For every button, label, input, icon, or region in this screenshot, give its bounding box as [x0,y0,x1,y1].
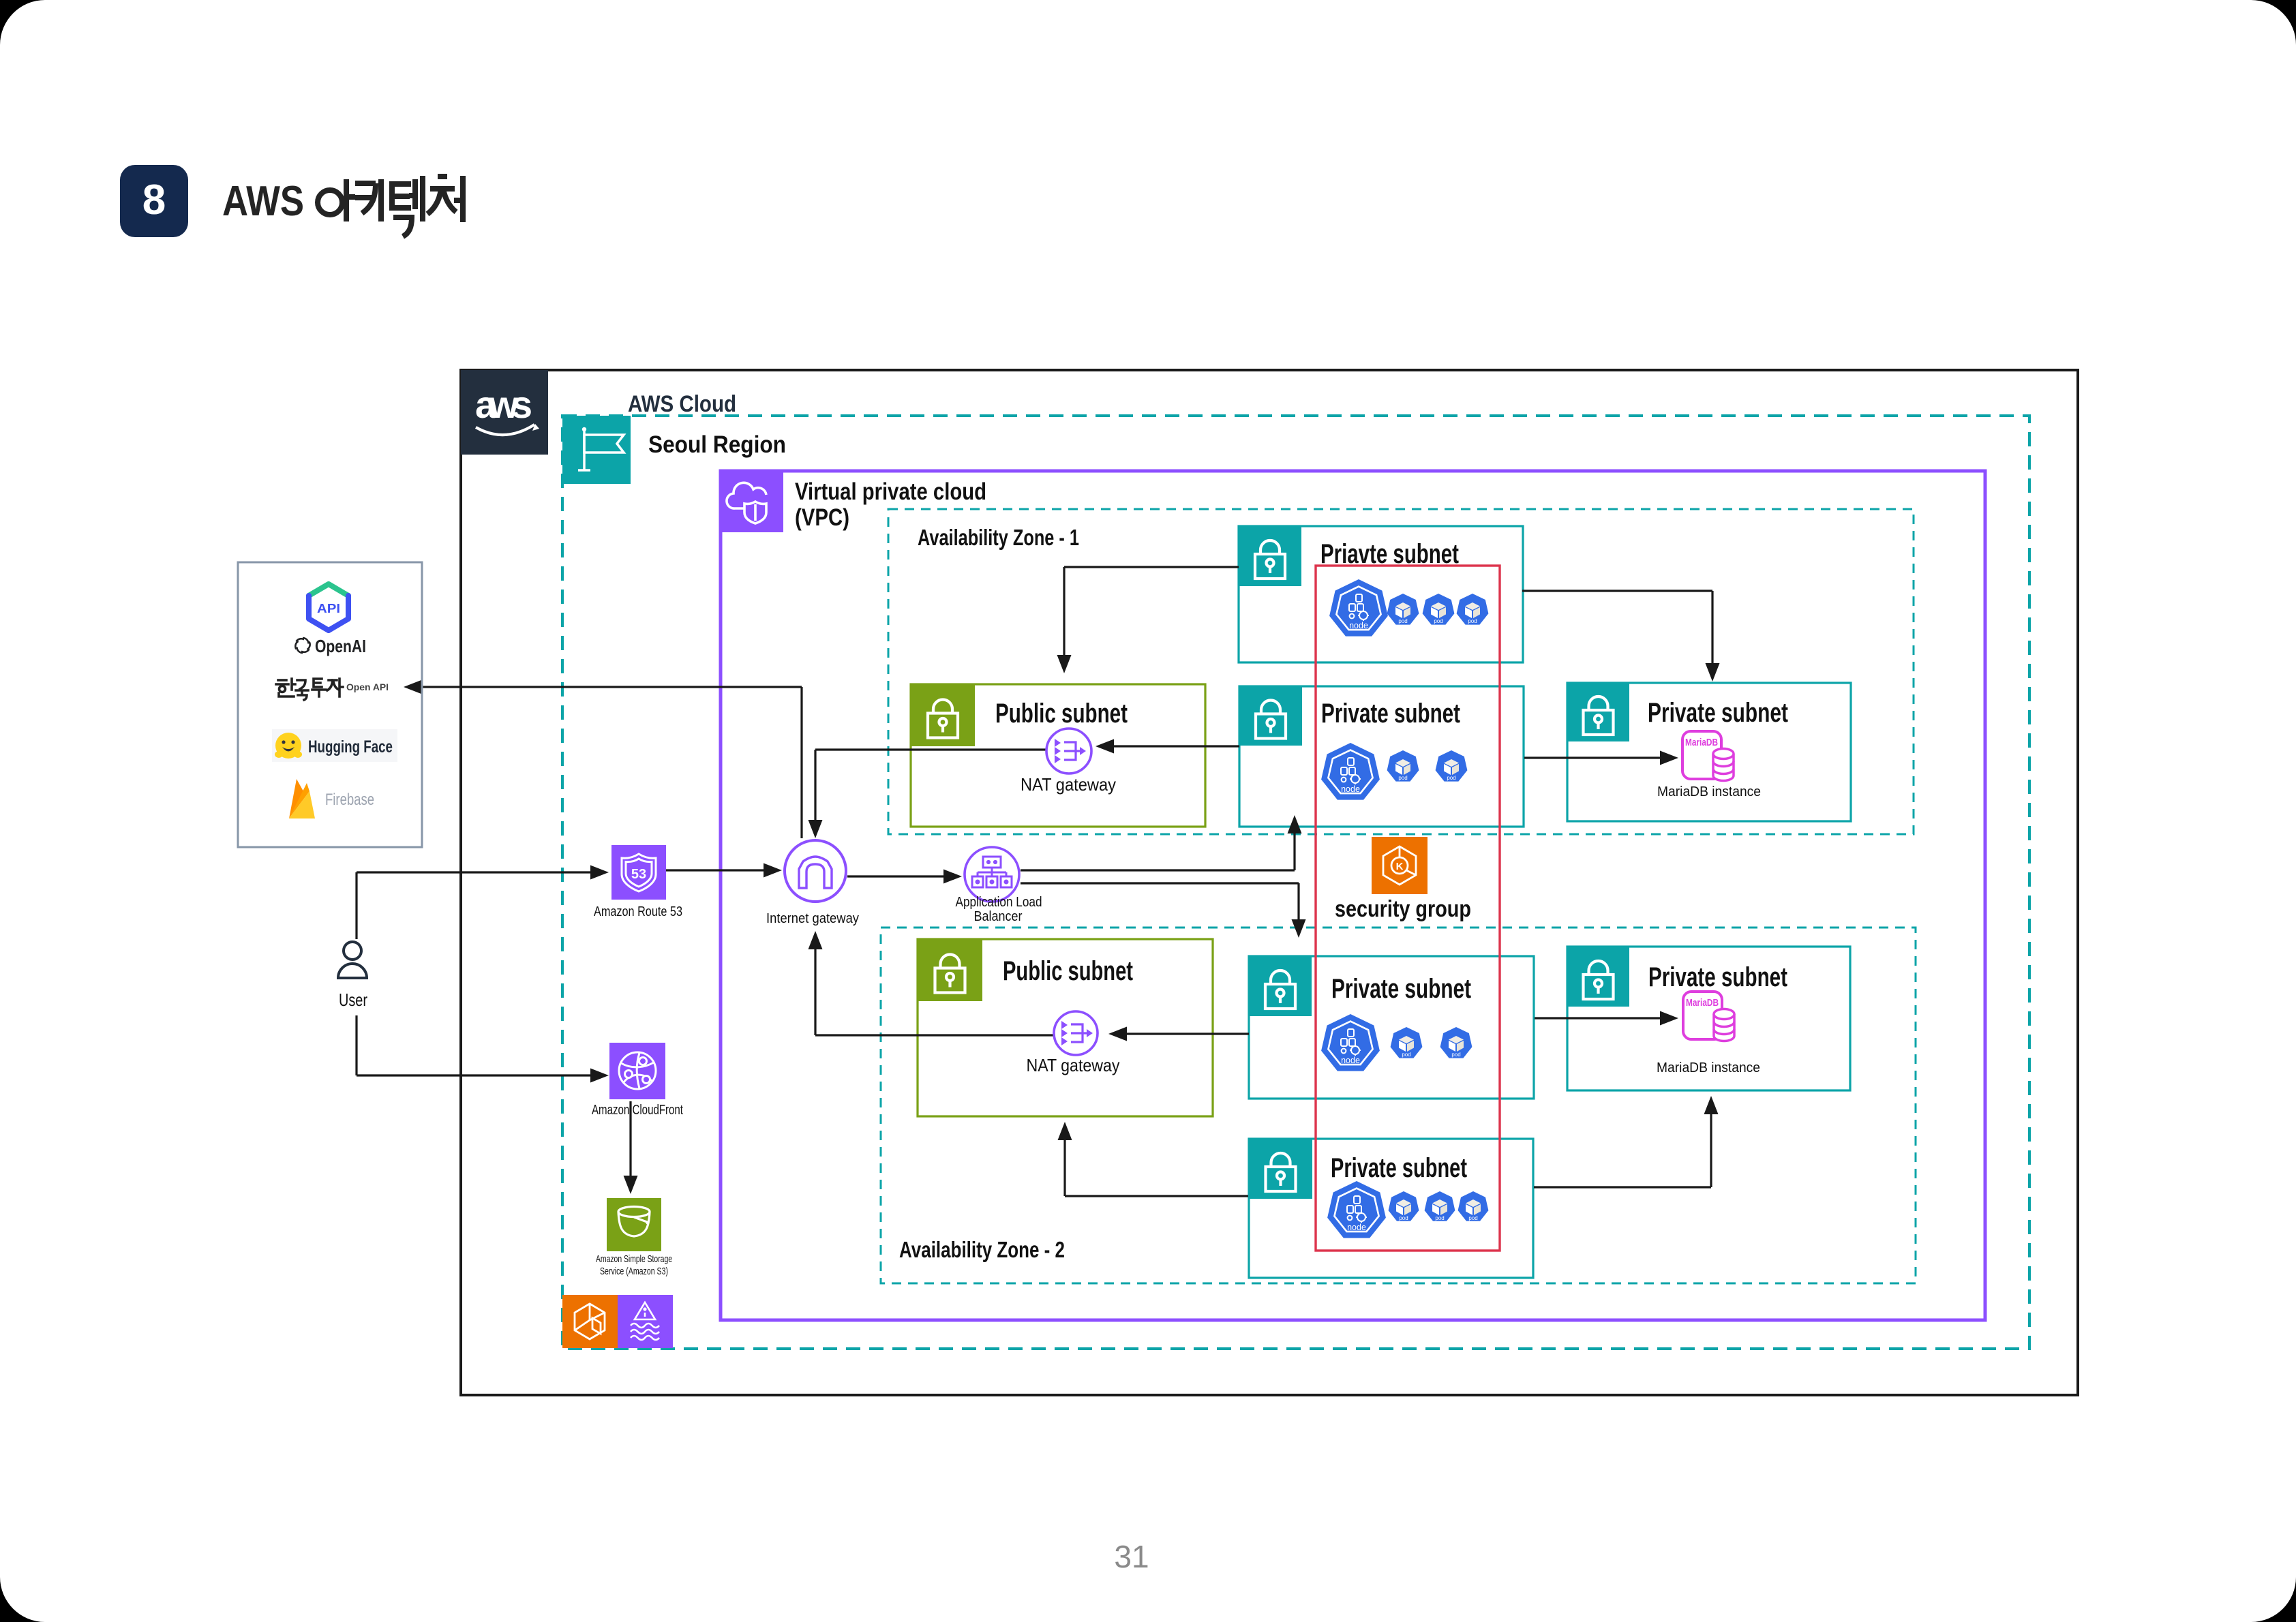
svg-text:K: K [1396,861,1404,872]
svg-text:API: API [317,602,340,615]
svg-text:8: 8 [142,177,166,224]
svg-text:Public subnet: Public subnet [1003,956,1133,986]
svg-text:pod: pod [1451,1052,1460,1058]
svg-text:53: 53 [631,867,646,882]
svg-text:Amazon Route 53: Amazon Route 53 [594,904,682,919]
svg-text:Balancer: Balancer [974,909,1023,924]
svg-text:aws: aws [475,383,532,426]
svg-text:security group: security group [1335,896,1471,922]
svg-text:Private subnet: Private subnet [1321,699,1460,729]
svg-text:pod: pod [1398,775,1407,781]
svg-text:Availability Zone - 1: Availability Zone - 1 [918,525,1079,550]
svg-text:Firebase: Firebase [325,791,374,809]
svg-text:pod: pod [1447,775,1455,781]
svg-text:pod: pod [1435,1215,1444,1221]
svg-text:Virtual private cloud: Virtual private cloud [795,478,986,505]
svg-text:Private subnet: Private subnet [1648,698,1788,728]
svg-text:Amazon CloudFront: Amazon CloudFront [592,1103,683,1118]
svg-text:MariaDB instance: MariaDB instance [1657,1060,1760,1075]
svg-text:node: node [1349,621,1368,630]
svg-text:pod: pod [1468,1215,1477,1221]
svg-text:node: node [1341,1056,1360,1065]
svg-text:Private subnet: Private subnet [1648,962,1787,992]
svg-text:Internet gateway: Internet gateway [766,911,859,926]
svg-text:pod: pod [1468,618,1477,624]
svg-text:pod: pod [1399,1215,1408,1221]
svg-text:Private subnet: Private subnet [1331,974,1471,1004]
svg-text:31: 31 [1114,1539,1149,1574]
svg-text:Seoul Region: Seoul Region [648,431,786,458]
svg-text:MariaDB instance: MariaDB instance [1657,784,1761,799]
svg-text:User: User [339,990,367,1010]
svg-text:Hugging Face: Hugging Face [308,737,393,756]
svg-text:MariaDB: MariaDB [1686,997,1719,1009]
svg-text:Service (Amazon S3): Service (Amazon S3) [600,1266,668,1277]
svg-text:Amazon Simple Storage: Amazon Simple Storage [596,1253,672,1265]
svg-text:Public subnet: Public subnet [995,699,1128,729]
svg-text:Availability Zone - 2: Availability Zone - 2 [899,1237,1065,1262]
svg-text:Priavte subnet: Priavte subnet [1320,539,1459,569]
svg-text:pod: pod [1434,618,1442,624]
svg-text:NAT gateway: NAT gateway [1027,1055,1120,1075]
svg-text:Application Load: Application Load [956,895,1042,910]
svg-text:AWS Cloud: AWS Cloud [628,391,736,417]
svg-text:pod: pod [1398,618,1407,624]
svg-text:Private subnet: Private subnet [1331,1153,1467,1183]
svg-text:MariaDB: MariaDB [1685,737,1718,748]
svg-text:(VPC): (VPC) [795,504,849,531]
svg-text:OpenAI: OpenAI [315,636,366,656]
svg-text:Open API: Open API [346,682,389,692]
svg-text:node: node [1347,1223,1366,1232]
svg-text:node: node [1341,784,1360,794]
svg-text:NAT gateway: NAT gateway [1021,774,1116,795]
svg-text:pod: pod [1402,1052,1410,1058]
svg-text:AWS: AWS [222,178,304,225]
